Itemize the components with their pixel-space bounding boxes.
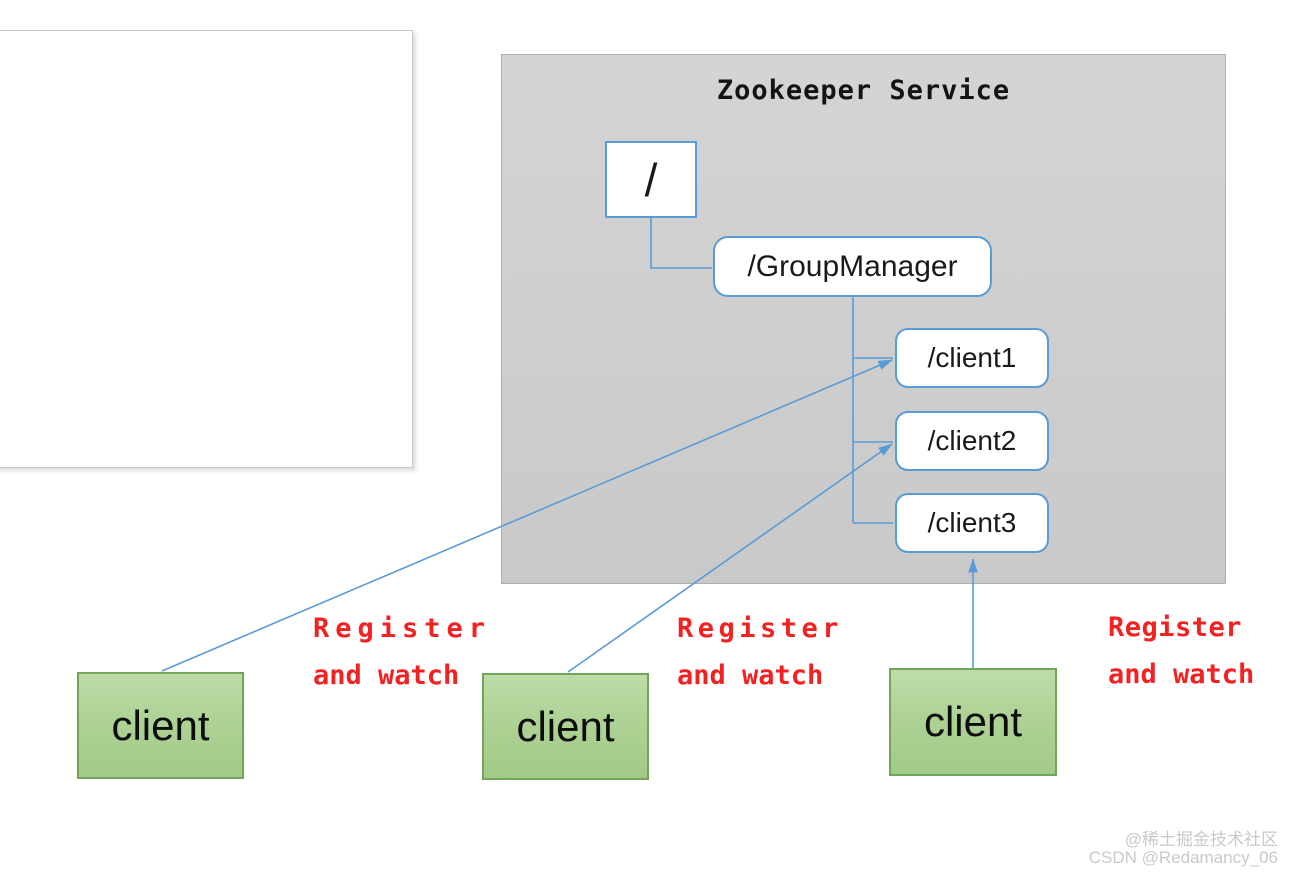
node-client3-label: /client3 — [927, 507, 1017, 538]
watermark-juejin: @稀土掘金技术社区 — [1124, 830, 1278, 849]
node-root-label: / — [644, 153, 658, 206]
register-label-3-line2: and watch — [1108, 659, 1255, 690]
register-label-3-line1: Register — [1108, 612, 1243, 643]
watermark: @稀土掘金技术社区 CSDN @Redamancy_06 — [1089, 831, 1278, 866]
edge-root-groupmanager — [650, 217, 712, 269]
client-box-3-label: client — [923, 698, 1023, 745]
watermark-csdn: CSDN @Redamancy_06 — [1088, 847, 1278, 867]
client-box-1-label: client — [111, 701, 210, 749]
panel-title: Zookeeper Service — [716, 75, 1011, 106]
client-box-2: client — [482, 673, 649, 780]
register-arrow-2 — [567, 443, 893, 673]
node-root: / — [605, 141, 697, 218]
register-label-2-line1: Register — [677, 613, 844, 644]
node-client2-label: /client2 — [927, 425, 1017, 456]
register-label-2-line2: and watch — [677, 660, 824, 691]
node-client3: /client3 — [895, 493, 1049, 553]
register-arrow-1 — [161, 359, 893, 672]
register-label-1-line2: and watch — [313, 660, 460, 691]
register-label-1: Register and watch — [313, 605, 491, 699]
node-client2: /client2 — [895, 411, 1049, 471]
register-label-2: Register and watch — [677, 605, 843, 699]
register-label-3: Register and watch — [1108, 604, 1254, 698]
client-box-2-label: client — [516, 702, 615, 750]
node-client1-label: /client1 — [927, 342, 1017, 373]
node-groupmanager-label: /GroupManager — [747, 249, 958, 283]
register-label-1-line1: Register — [313, 613, 492, 644]
node-client1: /client1 — [895, 328, 1049, 388]
client-box-1: client — [77, 672, 244, 779]
node-groupmanager: /GroupManager — [713, 236, 992, 297]
empty-panel — [0, 30, 413, 468]
client-box-3: client — [889, 668, 1057, 776]
